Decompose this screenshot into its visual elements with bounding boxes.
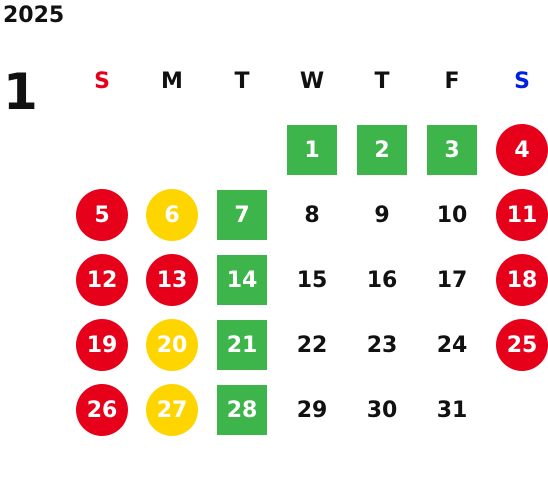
day-cell-13[interactable]: 13 <box>146 254 198 306</box>
day-cell-17[interactable]: 17 <box>436 267 468 293</box>
month-label: 1 <box>3 63 38 121</box>
day-cell-24[interactable]: 24 <box>436 332 468 358</box>
day-cell-21[interactable]: 21 <box>217 320 267 370</box>
day-cell-10[interactable]: 10 <box>436 202 468 228</box>
day-cell-22[interactable]: 22 <box>296 332 328 358</box>
weekday-header: W <box>299 68 325 94</box>
day-cell-18[interactable]: 18 <box>496 254 548 306</box>
weekday-header: T <box>374 68 390 94</box>
day-cell-25[interactable]: 25 <box>496 319 548 371</box>
day-cell-8[interactable]: 8 <box>304 202 320 228</box>
weekday-header: F <box>444 68 460 94</box>
weekday-header: M <box>161 68 183 94</box>
day-cell-29[interactable]: 29 <box>296 397 328 423</box>
day-cell-7[interactable]: 7 <box>217 190 267 240</box>
weekday-header: T <box>234 68 250 94</box>
day-cell-11[interactable]: 11 <box>496 189 548 241</box>
year-label: 2025 <box>3 3 65 28</box>
day-cell-19[interactable]: 19 <box>76 319 128 371</box>
day-cell-20[interactable]: 20 <box>146 319 198 371</box>
day-cell-4[interactable]: 4 <box>496 124 548 176</box>
day-cell-2[interactable]: 2 <box>357 125 407 175</box>
day-cell-14[interactable]: 14 <box>217 255 267 305</box>
day-cell-15[interactable]: 15 <box>296 267 328 293</box>
weekday-header: S <box>514 68 530 94</box>
day-cell-1[interactable]: 1 <box>287 125 337 175</box>
day-cell-12[interactable]: 12 <box>76 254 128 306</box>
day-cell-23[interactable]: 23 <box>366 332 398 358</box>
day-cell-28[interactable]: 28 <box>217 385 267 435</box>
day-cell-16[interactable]: 16 <box>366 267 398 293</box>
weekday-header: S <box>94 68 110 94</box>
day-cell-31[interactable]: 31 <box>436 397 468 423</box>
day-cell-5[interactable]: 5 <box>76 189 128 241</box>
day-cell-26[interactable]: 26 <box>76 384 128 436</box>
day-cell-6[interactable]: 6 <box>146 189 198 241</box>
day-cell-3[interactable]: 3 <box>427 125 477 175</box>
day-cell-27[interactable]: 27 <box>146 384 198 436</box>
day-cell-30[interactable]: 30 <box>366 397 398 423</box>
day-cell-9[interactable]: 9 <box>374 202 390 228</box>
